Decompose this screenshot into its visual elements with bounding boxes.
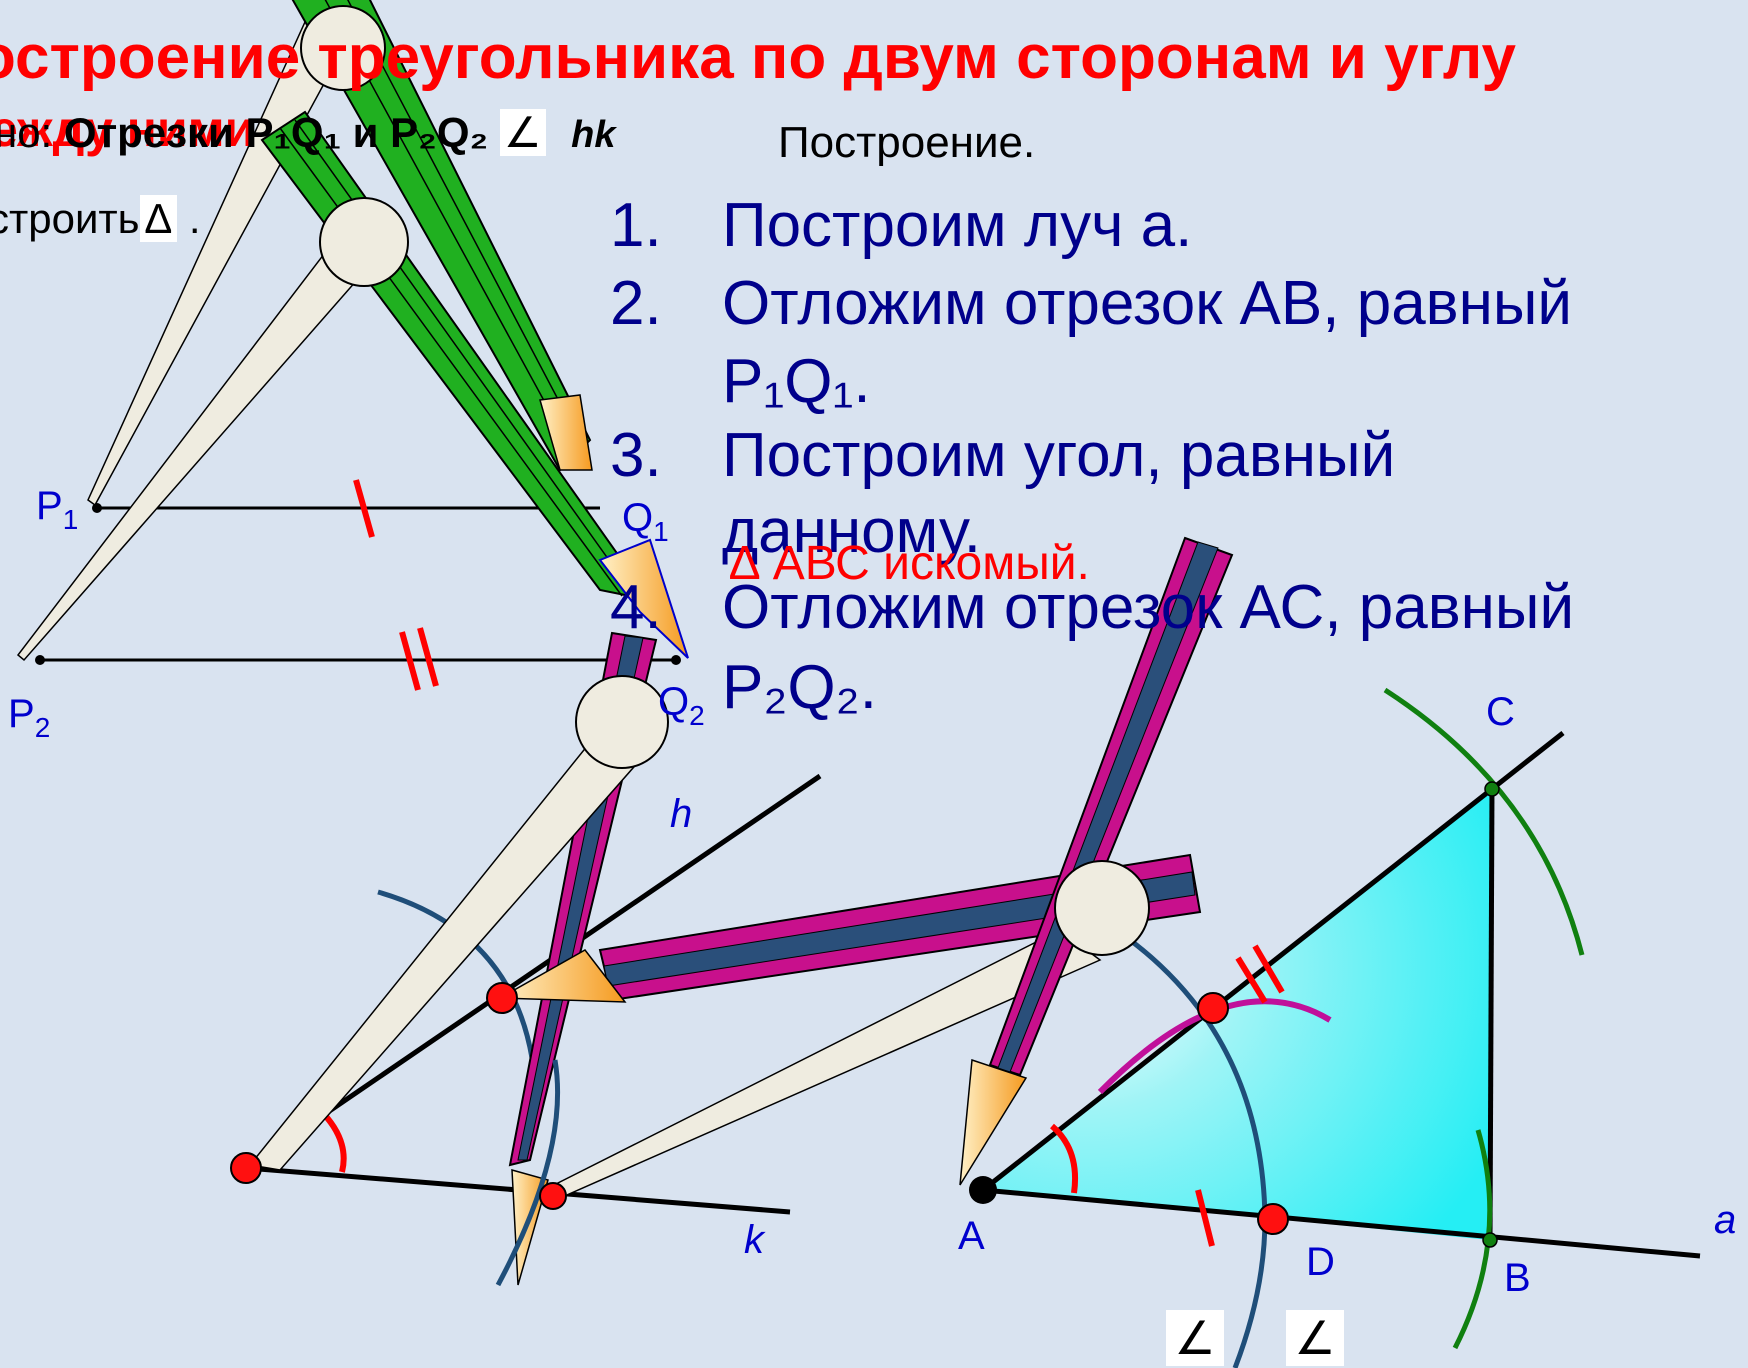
step-text: данному. <box>722 497 981 566</box>
given-prefix: но: <box>0 109 53 156</box>
label-p2: P2 <box>8 692 50 744</box>
triangle-icon: ∆ <box>139 195 178 242</box>
step-number: 3. <box>610 421 662 490</box>
construction-heading: Построение. <box>778 118 1036 167</box>
label-b: B <box>1504 1256 1531 1300</box>
point-b <box>1482 1232 1498 1248</box>
given-angle-name: hk <box>571 114 616 156</box>
label-h: h <box>670 792 693 836</box>
arc-c <box>1383 687 1585 956</box>
label-subscript: 2 <box>689 700 705 731</box>
ray-a <box>982 1187 1701 1259</box>
point-red-ac <box>1197 992 1229 1024</box>
tick-mark-single <box>353 479 375 538</box>
tick-ac-2 <box>1252 944 1285 994</box>
to-build-prefix: строить <box>0 195 140 242</box>
label-letter: Q <box>622 496 654 540</box>
side-ac <box>981 731 1565 1192</box>
step-number: 4. <box>610 573 662 642</box>
step-text: Построим луч а. <box>722 191 1193 260</box>
tick-ac-1 <box>1235 956 1268 1004</box>
label-p1: P1 <box>36 484 78 536</box>
to-build-statement: строить∆ . <box>0 195 201 243</box>
label-k: k <box>744 1218 764 1262</box>
compass-right <box>959 536 1234 1186</box>
label-c: C <box>1486 690 1515 734</box>
segment-p2q2 <box>35 627 681 691</box>
title-line-1: остроение треугольника по двум сторонам … <box>0 23 1516 92</box>
result-statement: ∆ АВС искомый. <box>730 537 1090 590</box>
title-line-2: ежду ними <box>0 101 256 157</box>
segment-p1q1 <box>92 479 600 538</box>
given-segments-word: Отрезки <box>63 109 234 156</box>
label-a-point: A <box>958 1214 985 1258</box>
step-text: Отложим отрезок АВ, равный <box>722 269 1573 338</box>
step-text: P₁Q₁. <box>722 347 871 416</box>
given-and: и <box>352 109 379 156</box>
label-d: D <box>1306 1240 1335 1284</box>
tick-ab <box>1195 1189 1215 1247</box>
tick-mark-double-1 <box>399 631 421 691</box>
tick-mark-double-2 <box>417 627 439 687</box>
label-q1: Q1 <box>622 496 669 548</box>
given-p1q1: P₁Q₁ <box>245 109 341 156</box>
label-subscript: 1 <box>653 516 669 547</box>
label-letter: P <box>36 484 63 528</box>
point-red-k <box>539 1182 567 1210</box>
step-text: Построим угол, равный <box>722 421 1396 490</box>
angle-icon: ∠ <box>1166 1310 1224 1366</box>
step-text: P₂Q₂. <box>722 653 877 722</box>
side-cb <box>1487 785 1495 1241</box>
label-q2: Q2 <box>658 680 705 732</box>
compass-top <box>16 0 689 662</box>
given-statement: но: Отрезки P₁Q₁ и P₂Q₂ ∠ hk <box>0 108 616 157</box>
compass-middle <box>248 631 1202 1287</box>
triangle-abc <box>969 687 1701 1368</box>
label-subscript: 1 <box>62 504 79 535</box>
given-p2q2: P₂Q₂ <box>390 109 489 156</box>
angle-mark-a <box>1049 1123 1078 1194</box>
label-letter: P <box>8 692 35 736</box>
label-letter: Q <box>658 680 690 724</box>
point-red-vertex <box>230 1152 262 1184</box>
point-c <box>1484 781 1500 797</box>
step-number: 1. <box>610 191 662 260</box>
point-red-h <box>486 982 518 1014</box>
to-build-suffix: . <box>188 195 201 242</box>
step-number: 2. <box>610 269 662 338</box>
point-a <box>969 1176 997 1204</box>
label-ray-a: a <box>1714 1198 1737 1242</box>
arc-d <box>1128 938 1268 1368</box>
step-text: Отложим отрезок АС, равный <box>722 573 1575 642</box>
angle-icon: ∠ <box>499 109 546 156</box>
angle-icon: ∠ <box>1286 1310 1344 1366</box>
point-red-d <box>1257 1203 1289 1235</box>
label-subscript: 2 <box>34 712 51 743</box>
